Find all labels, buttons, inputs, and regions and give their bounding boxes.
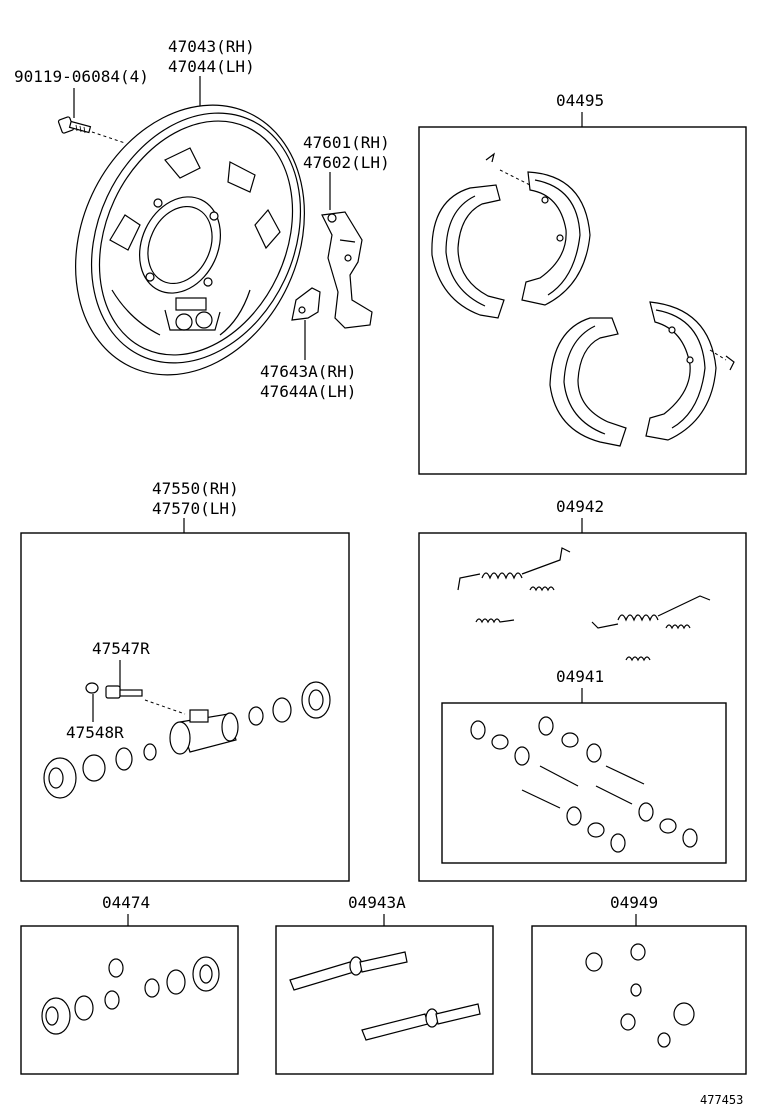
boot-kit-parts	[585, 943, 695, 1048]
adjuster-kit-box	[275, 925, 494, 1075]
label-cup-kit: 04474	[102, 893, 150, 912]
boot-kit-box	[531, 925, 747, 1075]
backing-plate-part	[75, 104, 305, 376]
cup-kit-parts	[41, 956, 220, 1035]
label-wheel-cyl-rh: 47550(RH)	[152, 479, 239, 498]
diagram-id: 477453	[700, 1093, 743, 1107]
label-spring-kit: 04942	[556, 497, 604, 516]
bolt-part	[57, 116, 126, 144]
label-bleeder-plug: 47547R	[92, 639, 150, 658]
hold-down-kit-box	[441, 702, 727, 864]
label-bracket-lh: 47644A(LH)	[260, 382, 356, 401]
label-backing-plate-rh: 47043(RH)	[168, 37, 255, 56]
label-bolt: 90119-06084(4)	[14, 67, 149, 86]
label-bracket-rh: 47643A(RH)	[260, 362, 356, 381]
label-shoe-kit: 04495	[556, 91, 604, 110]
label-wheel-cyl-lh: 47570(LH)	[152, 499, 239, 518]
parking-lever-part	[321, 211, 373, 329]
shoe-kit-box	[418, 126, 747, 475]
label-lever-lh: 47602(LH)	[303, 153, 390, 172]
adjuster-parts	[289, 951, 481, 1041]
label-bleeder-cap: 47548R	[66, 723, 124, 742]
spring-kit-box	[418, 532, 747, 882]
cup-kit-box	[20, 925, 239, 1075]
wheel-cylinder-box	[20, 532, 350, 882]
springs	[457, 547, 711, 662]
label-backing-plate-lh: 47044(LH)	[168, 57, 255, 76]
label-hold-down-kit: 04941	[556, 667, 604, 686]
label-adjuster-kit: 04943A	[348, 893, 406, 912]
label-lever-rh: 47601(RH)	[303, 133, 390, 152]
bracket-part	[291, 287, 321, 321]
brake-shoe-lower-left	[549, 317, 627, 447]
hold-down-parts	[470, 716, 698, 853]
brake-shoe-lower-right	[645, 301, 735, 441]
wheel-cylinder-parts	[43, 681, 331, 799]
brake-shoe-upper-right	[499, 169, 591, 306]
label-boot-kit: 04949	[610, 893, 658, 912]
brake-shoe-upper-left	[431, 152, 505, 319]
